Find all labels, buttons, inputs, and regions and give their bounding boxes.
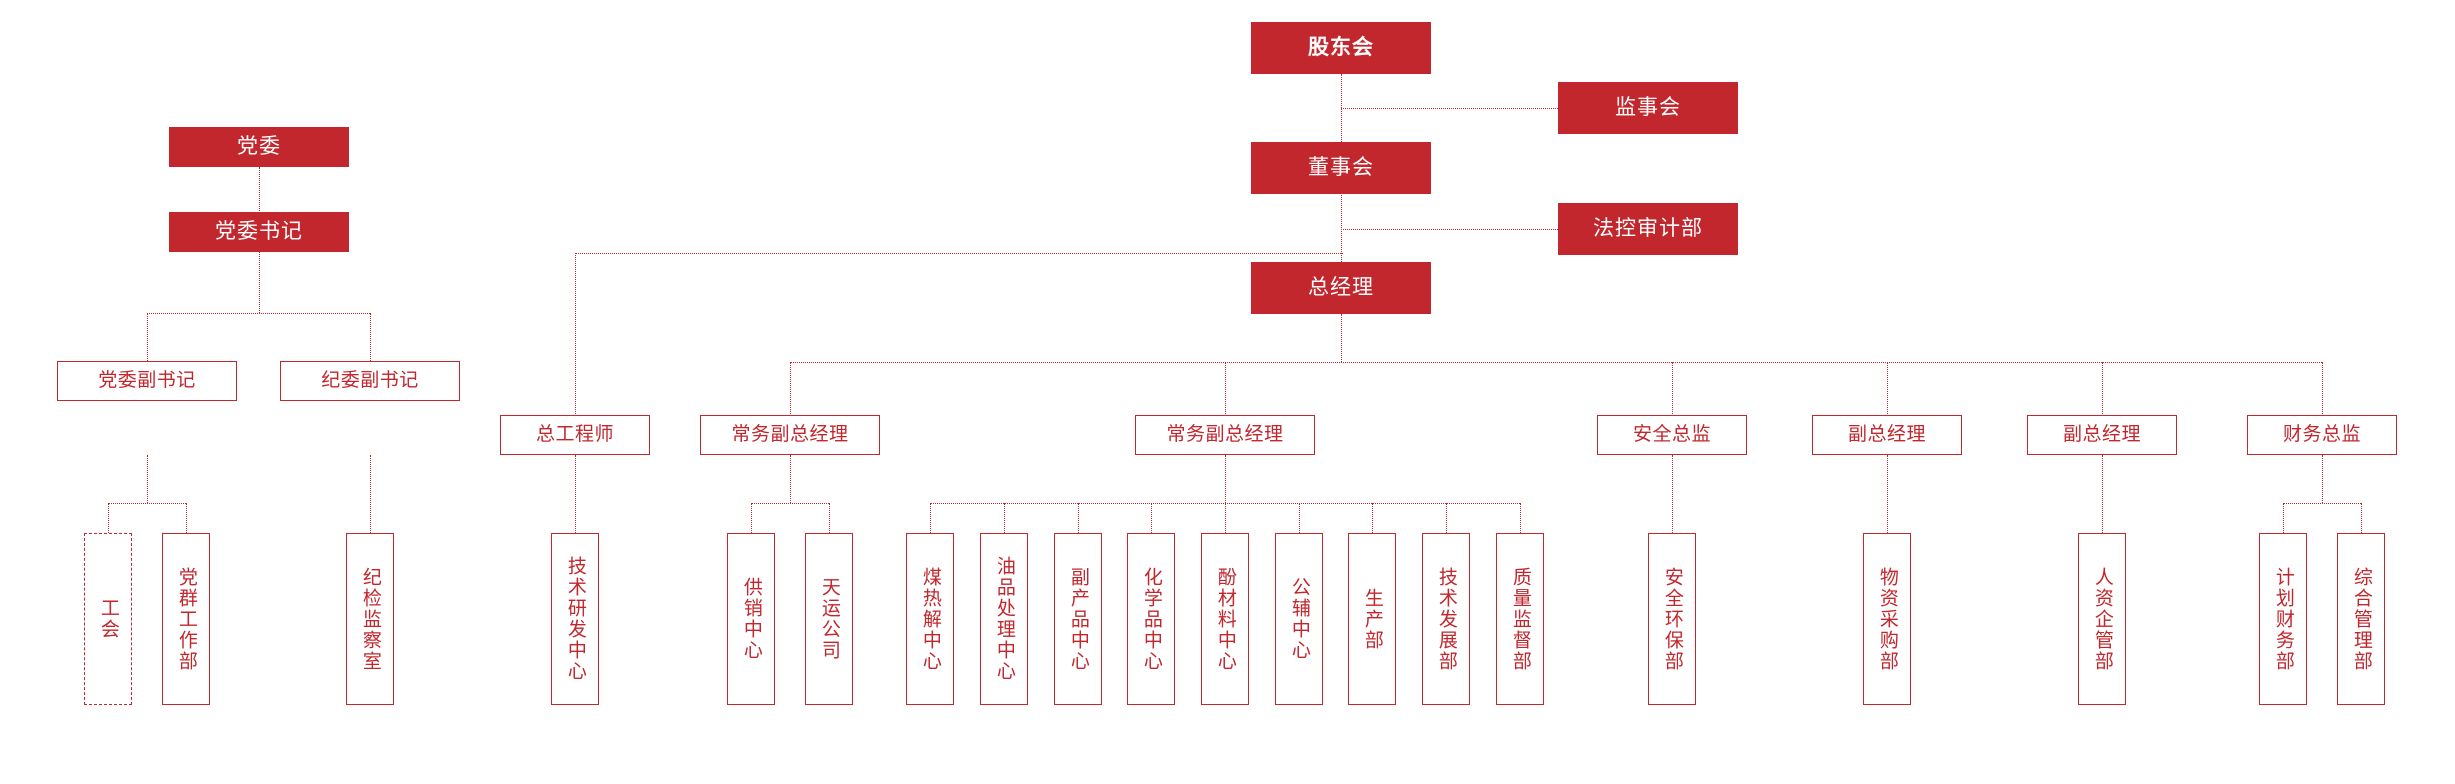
connector-to-coal-pyrolysis <box>930 503 931 533</box>
node-discipline-deputy-secretary[interactable]: 纪委副书记 <box>280 361 460 401</box>
connector-bus-to-deputy-gm-2 <box>2102 362 2103 434</box>
connector-party-to-secretary <box>259 167 260 215</box>
connector-finance-director-bus <box>2283 503 2361 504</box>
node-quality-supervision-dept[interactable]: 质量监督部 <box>1496 533 1544 705</box>
connector-safety-director-to-dept <box>1672 455 1673 533</box>
connector-gm-to-chief-engineer-horizontal <box>575 253 1343 254</box>
connector-to-oil-processing <box>1004 503 1005 533</box>
node-tech-development-dept[interactable]: 技术发展部 <box>1422 533 1470 705</box>
node-safety-director[interactable]: 安全总监 <box>1597 415 1747 455</box>
node-exec-deputy-gm-2[interactable]: 常务副总经理 <box>1135 415 1315 455</box>
connector-bus-to-discipline-deputy <box>370 313 371 361</box>
node-finance-director[interactable]: 财务总监 <box>2247 415 2397 455</box>
node-hr-enterprise-mgmt-dept[interactable]: 人资企管部 <box>2078 533 2126 705</box>
node-safety-environment-dept[interactable]: 安全环保部 <box>1648 533 1696 705</box>
node-party-deputy-secretary[interactable]: 党委副书记 <box>57 361 237 401</box>
node-chief-engineer[interactable]: 总工程师 <box>500 415 650 455</box>
node-legal-audit-dept[interactable]: 法控审计部 <box>1558 203 1738 255</box>
connector-to-tech-development <box>1446 503 1447 533</box>
node-deputy-gm-1[interactable]: 副总经理 <box>1812 415 1962 455</box>
connector-exec-gm2-down <box>1225 455 1226 503</box>
connector-to-labor-union <box>108 503 109 533</box>
connector-to-quality-supervision <box>1520 503 1521 533</box>
connector-bus-to-deputy-gm-1 <box>1887 362 1888 434</box>
node-chemical-center[interactable]: 化学品中心 <box>1127 533 1175 705</box>
node-comprehensive-mgmt-dept[interactable]: 综合管理部 <box>2337 533 2385 705</box>
connector-to-utility <box>1299 503 1300 533</box>
connector-to-party-mass-work <box>186 503 187 533</box>
node-party-mass-work-dept[interactable]: 党群工作部 <box>162 533 210 705</box>
connector-bus-to-finance-director <box>2322 362 2323 434</box>
node-production-dept[interactable]: 生产部 <box>1348 533 1396 705</box>
connector-chief-engineer-to-rd <box>575 455 576 533</box>
connector-bus-to-exec-deputy-gm-2 <box>1225 362 1226 434</box>
connector-bus-to-safety-director <box>1672 362 1673 434</box>
connector-finance-director-down <box>2322 455 2323 503</box>
node-party-secretary[interactable]: 党委书记 <box>169 212 349 252</box>
connector-to-comprehensive-mgmt <box>2361 503 2362 533</box>
connector-to-chemical <box>1151 503 1152 533</box>
node-coal-pyrolysis-center[interactable]: 煤热解中心 <box>906 533 954 705</box>
node-board-of-directors[interactable]: 董事会 <box>1251 142 1431 194</box>
connector-party-deputy-bus <box>108 503 186 504</box>
node-shareholders-meeting[interactable]: 股东会 <box>1251 22 1431 74</box>
connector-to-supply-marketing <box>751 503 752 533</box>
node-phenol-material-center[interactable]: 酚材料中心 <box>1201 533 1249 705</box>
connector-bus-to-exec-deputy-gm-1 <box>790 362 791 434</box>
connector-to-planning-finance <box>2283 503 2284 533</box>
node-planning-finance-dept[interactable]: 计划财务部 <box>2259 533 2307 705</box>
connector-to-supervisory-board <box>1341 108 1558 109</box>
connector-to-byproduct <box>1078 503 1079 533</box>
node-tech-rd-center[interactable]: 技术研发中心 <box>551 533 599 705</box>
connector-party-deputy-down <box>147 455 148 503</box>
node-byproduct-center[interactable]: 副产品中心 <box>1054 533 1102 705</box>
node-utility-center[interactable]: 公辅中心 <box>1275 533 1323 705</box>
connector-discipline-deputy-to-office <box>370 455 371 533</box>
connector-secretary-to-bus <box>259 252 260 313</box>
node-exec-deputy-gm-1[interactable]: 常务副总经理 <box>700 415 880 455</box>
connector-deputy-gm2-to-dept <box>2102 455 2103 533</box>
node-labor-union[interactable]: 工会 <box>84 533 132 705</box>
connector-gm-to-bus <box>1341 314 1342 362</box>
node-tianyun-company[interactable]: 天运公司 <box>805 533 853 705</box>
connector-party-secretary-bus <box>147 313 370 314</box>
connector-exec-gm1-bus <box>751 503 829 504</box>
node-general-manager[interactable]: 总经理 <box>1251 262 1431 314</box>
connector-bus-to-party-deputy <box>147 313 148 361</box>
connector-board-to-gm <box>1341 166 1342 274</box>
connector-to-legal-audit <box>1341 229 1558 230</box>
node-party-committee[interactable]: 党委 <box>169 127 349 167</box>
connector-gm-bus <box>790 362 2322 363</box>
node-supply-marketing-center[interactable]: 供销中心 <box>727 533 775 705</box>
connector-exec-gm1-down <box>790 455 791 503</box>
connector-to-production <box>1372 503 1373 533</box>
node-oil-processing-center[interactable]: 油品处理中心 <box>980 533 1028 705</box>
connector-to-phenol-material <box>1225 503 1226 533</box>
node-material-procurement-dept[interactable]: 物资采购部 <box>1863 533 1911 705</box>
connector-to-tianyun <box>829 503 830 533</box>
connector-shareholders-to-board <box>1341 74 1342 166</box>
connector-gm-to-chief-engineer-vertical <box>575 253 576 434</box>
node-supervisory-board[interactable]: 监事会 <box>1558 82 1738 134</box>
node-deputy-gm-2[interactable]: 副总经理 <box>2027 415 2177 455</box>
connector-deputy-gm1-to-dept <box>1887 455 1888 533</box>
node-discipline-inspection-office[interactable]: 纪检监察室 <box>346 533 394 705</box>
